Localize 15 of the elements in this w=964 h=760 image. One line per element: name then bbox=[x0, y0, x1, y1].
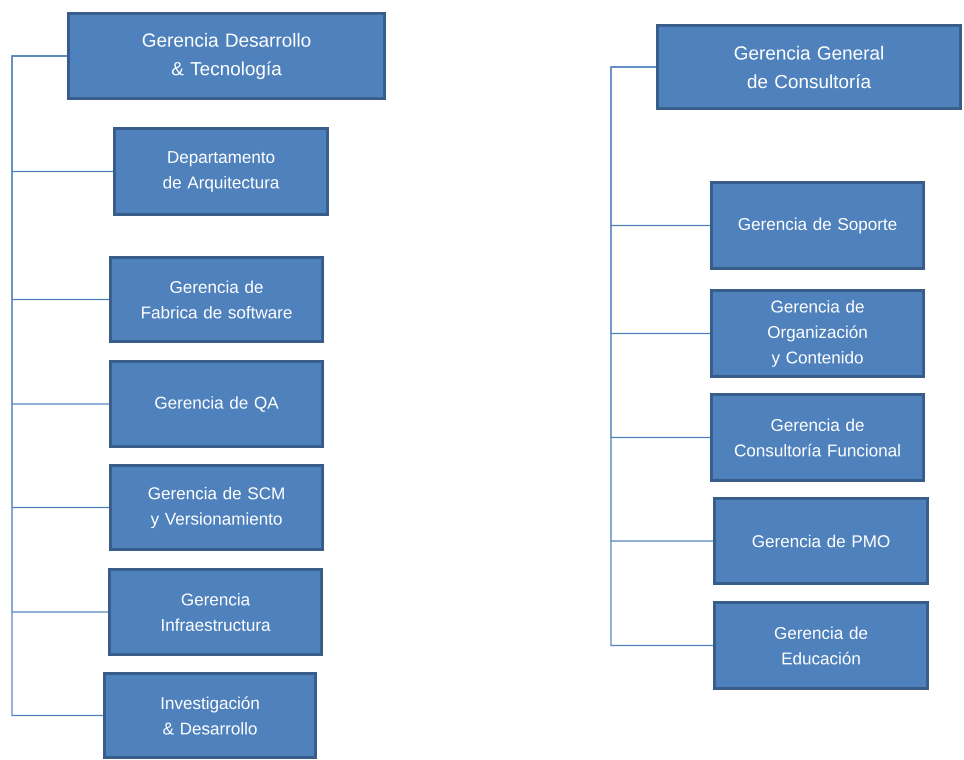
org-box: Gerencia General de Consultoría bbox=[656, 24, 962, 110]
connector-line bbox=[11, 55, 103, 716]
org-box: Gerencia Infraestructura bbox=[108, 568, 324, 656]
org-box: Gerencia de Fabrica de software bbox=[108, 256, 324, 343]
org-box: Investigación & Desarrollo bbox=[103, 672, 317, 759]
org-box: Gerencia de SCM y Versionamiento bbox=[108, 464, 324, 551]
org-box: Gerencia Desarrollo & Tecnología bbox=[66, 12, 386, 100]
org-box: Gerencia de Consultoría Funcional bbox=[710, 393, 926, 482]
org-box: Gerencia de Organización y Contenido bbox=[710, 289, 926, 378]
org-box: Gerencia de QA bbox=[108, 360, 324, 448]
connector-line bbox=[610, 66, 713, 646]
org-box: Gerencia de PMO bbox=[713, 497, 929, 585]
org-box: Gerencia de Educación bbox=[713, 601, 929, 690]
org-box: Gerencia de Soporte bbox=[710, 181, 926, 270]
org-box: Departamento de Arquitectura bbox=[113, 127, 329, 216]
